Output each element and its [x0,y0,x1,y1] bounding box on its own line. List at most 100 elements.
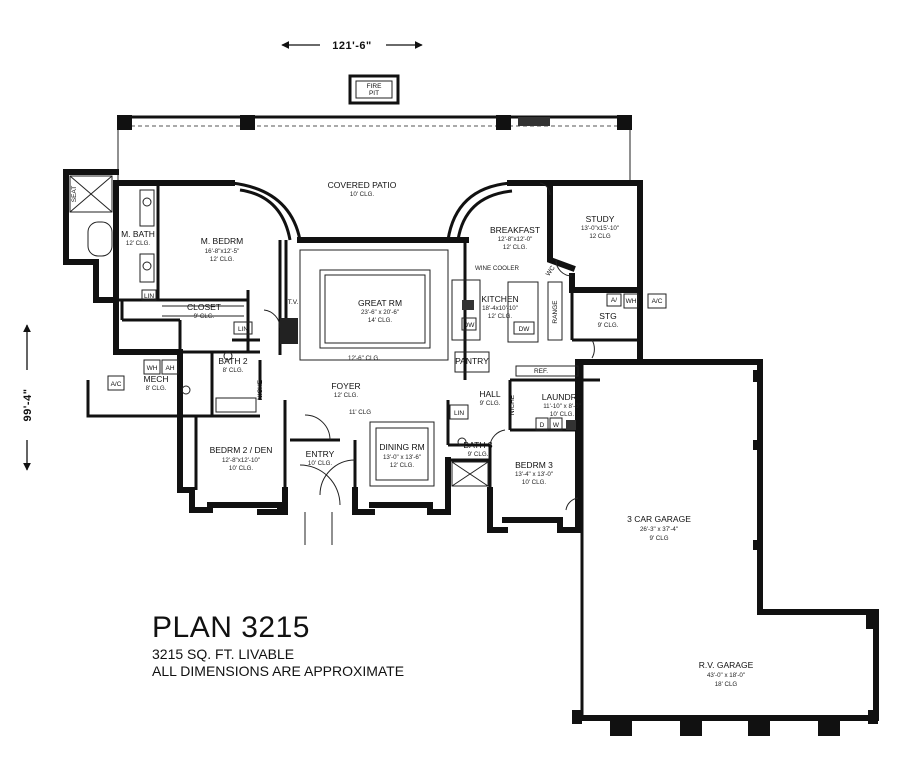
kitchen-clg: 12' CLG. [488,313,513,320]
dining-size: 13'-0" x 13'-6" [383,454,421,461]
master-bedroom-name: M. BEDRM [201,236,244,246]
master-bath-fixtures: SEAT LIN [69,175,157,301]
foyer-clg: 12' CLG. [334,392,359,399]
stg-ac-label: A/ [611,297,617,304]
storage-name: STG [599,311,616,321]
exterior-walls [63,169,643,533]
range-label: RANGE [552,300,559,324]
covered-patio-name: COVERED PATIO [328,180,397,190]
interior-walls [116,183,640,490]
wine-cooler-mark: WC [545,264,557,277]
hall-niche-label: NICHE [509,394,516,415]
room-labels: COVERED PATIO 10' CLG. M. BEDRM 16'-8"x1… [121,180,753,688]
master-bath-clg: 12' CLG. [126,240,151,247]
entry-clg: 10' CLG. [308,460,333,467]
laundry-clg: 10' CLG. [550,411,575,418]
dining-clg: 12' CLG. [390,462,415,469]
great-room-clg: 14' CLG. [368,317,393,324]
width-dimension: 121'-6" [281,40,423,52]
dw-label-2: DW [519,326,531,333]
kitchen-name: KITCHEN [481,294,518,304]
storage-appliances: A/ WH A/C [606,293,667,309]
washer-label: W [553,422,560,429]
laundry-name: LAUNDRY [542,392,583,402]
kitchen-size: 18'-4x10'-10" [482,305,518,312]
entry-name: ENTRY [306,449,335,459]
mech-ac-label: A/C [111,381,122,388]
ref-label: REF. [534,368,548,375]
bath2-niche-label: NICHE [257,379,264,400]
closet-clg: 9' CLG. [194,313,215,320]
laundry-fixtures: REF. D W NICHE [509,365,579,431]
mech-clg: 8' CLG. [146,385,167,392]
bedroom3-clg: 10' CLG. [522,479,547,486]
fire-pit: FIRE PIT [348,74,400,105]
doors [263,182,595,545]
fire-pit-label: FIRE [367,83,382,90]
study-name: STUDY [586,214,615,224]
rv-garage-walls [572,609,879,736]
foyer-clg2: 11' CLG [349,409,371,416]
covered-patio-structure [117,115,632,183]
bath2-clg: 8' CLG. [223,367,244,374]
master-bedroom-clg: 12' CLG. [210,256,235,263]
dining-name: DINING RM [379,442,424,452]
garage3-name: 3 CAR GARAGE [627,514,691,524]
seat-label: SEAT [71,186,78,203]
bath3-name: BATH 3 [463,440,492,450]
bath3-clg: 9' CLG. [468,451,489,458]
dryer-label: D [540,422,545,429]
great-room-clg2: 12'-6" CLG. [348,355,380,362]
dw-label: DW [464,322,476,329]
livable-sqft: 3215 SQ. FT. LIVABLE [152,646,295,662]
breakfast-name: BREAKFAST [490,225,540,235]
bedroom2-name: BEDRM 2 / DEN [210,445,273,455]
rv-garage-name: R.V. GARAGE [699,660,754,670]
closet-lin-label: LIN [238,326,248,333]
fire-pit-label-2: PIT [369,90,379,97]
depth-dimension: 99'-4" [22,324,34,471]
dimensions-note: ALL DIMENSIONS ARE APPROXIMATE [152,663,405,679]
rv-garage-size: 43'-0" x 18'-0" [707,672,745,679]
breakfast-size: 12'-8"x12'-0" [498,236,533,243]
bedroom3-size: 13'-4" x 13'-0" [515,471,553,478]
bath3-fixtures: LIN [449,404,489,487]
study-size: 13'-0"x15'-10" [581,225,619,232]
breakfast-clg: 12' CLG. [503,244,528,251]
storage-clg: 9' CLG. [598,322,619,329]
wh-label: WH [147,365,158,372]
master-bath-name: M. BATH [121,229,155,239]
master-bedroom-size: 16'-8"x12'-5" [205,248,240,255]
study-clg: 12 CLG [589,233,611,240]
bedroom3-name: BEDRM 3 [515,460,553,470]
mech-fixtures: WH AH A/C NICHE [107,351,264,413]
stg-wh-label: WH [626,298,637,305]
closet-rods: LIN [162,305,253,335]
great-room-ceiling [299,249,449,361]
closet-name: CLOSET [187,302,221,312]
garage-3car-walls [580,359,763,615]
width-dimension-label: 121'-6" [332,40,371,52]
covered-patio-clg: 10' CLG. [350,191,375,198]
tv-label: T.V. [288,299,299,306]
great-room-name: GREAT RM [358,298,402,308]
hall-name: HALL [479,389,501,399]
garage3-size: 26'-3" x 37'-4" [640,526,678,533]
bath3-lin-label: LIN [454,410,464,417]
title-block: PLAN 3215 3215 SQ. FT. LIVABLE ALL DIMEN… [152,610,404,680]
foyer-name: FOYER [331,381,360,391]
mech-name: MECH [143,374,168,384]
depth-dimension-label: 99'-4" [22,389,34,422]
exterior-ac-label: A/C [652,298,663,305]
master-lin-label: LIN [144,293,154,300]
wine-cooler-label: WINE COOLER [475,265,520,272]
pantry-label: PANTRY [455,356,489,366]
bath2-name: BATH 2 [218,356,247,366]
plan-title: PLAN 3215 [152,611,310,644]
hall-clg: 9' CLG. [480,400,501,407]
garage3-clg: 9' CLG [649,535,668,542]
kitchen-fixtures: DW DW RANGE WC [451,264,563,373]
great-room-size: 23'-6" x 20'-6" [361,309,399,316]
laundry-size: 11'-10" x 8'-0" [543,403,581,410]
